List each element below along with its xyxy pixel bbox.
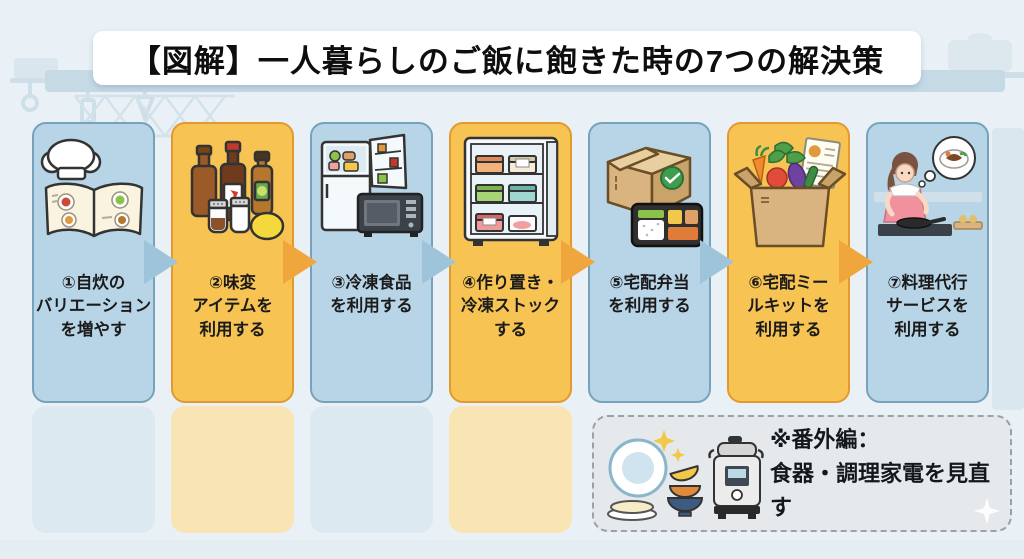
- step-label-1: ①自炊の バリエーション を増やす: [35, 274, 152, 339]
- bonus-text: ※番外編： 食器・調理家電を見直す: [770, 422, 1010, 524]
- step-card-7: ⑦料理代行 サービスを 利用する: [866, 122, 989, 403]
- fridge-microwave-icon: [320, 133, 423, 237]
- card-faded-extension: [449, 406, 572, 533]
- card-faded-extension: [171, 406, 294, 533]
- flow-arrow-blue-icon: [700, 240, 734, 284]
- flow-arrow-orange-icon: [283, 240, 317, 284]
- step-label-5: ⑤宅配弁当 を利用する: [608, 274, 691, 316]
- bonus-description: 食器・調理家電を見直す: [770, 460, 991, 520]
- chef-hat-cookbook-icon: [40, 138, 143, 238]
- step-label-4: ④作り置き・ 冷凍ストック する: [461, 274, 560, 339]
- bonus-box: ※番外編： 食器・調理家電を見直す: [592, 415, 1012, 532]
- step-card-4: ④作り置き・ 冷凍ストック する: [449, 122, 572, 403]
- page-title: 【図解】一人暮らしのご飯に飽きた時の7つの解決策: [129, 43, 885, 79]
- sparkle-icon: [974, 498, 1000, 524]
- tableware-multicooker-icon: [607, 430, 764, 521]
- step-label-7: ⑦料理代行 サービスを 利用する: [886, 274, 969, 339]
- flow-arrow-blue-icon: [144, 240, 178, 284]
- step-label-6: ⑥宅配ミー ルキットを 利用する: [747, 274, 830, 339]
- cooking-service-person-icon: [873, 136, 983, 236]
- step-card-5: ⑤宅配弁当 を利用する: [588, 122, 711, 403]
- bonus-title: ※番外編：: [770, 426, 880, 452]
- condiment-bottles-icon: [190, 140, 284, 241]
- step-label-2: ②味変 アイテムを 利用する: [192, 274, 273, 339]
- step-card-1: ①自炊の バリエーション を増やす: [32, 122, 155, 403]
- step-label-3: ③冷凍食品 を利用する: [330, 274, 413, 316]
- flow-arrow-blue-icon: [422, 240, 456, 284]
- flow-arrow-orange-icon: [839, 240, 873, 284]
- delivery-box-bento-icon: [606, 146, 703, 248]
- step-card-3: ③冷凍食品 を利用する: [310, 122, 433, 403]
- mealkit-vegetable-box-icon: [733, 137, 846, 248]
- step-card-2: ②味変 アイテムを 利用する: [171, 122, 294, 403]
- card-faded-extension: [310, 406, 433, 533]
- step-card-6: ⑥宅配ミー ルキットを 利用する: [727, 122, 850, 403]
- card-faded-extension: [32, 406, 155, 533]
- freezer-containers-icon: [463, 136, 558, 246]
- flow-arrow-orange-icon: [561, 240, 595, 284]
- title-bar: 【図解】一人暮らしのご飯に飽きた時の7つの解決策: [93, 31, 921, 85]
